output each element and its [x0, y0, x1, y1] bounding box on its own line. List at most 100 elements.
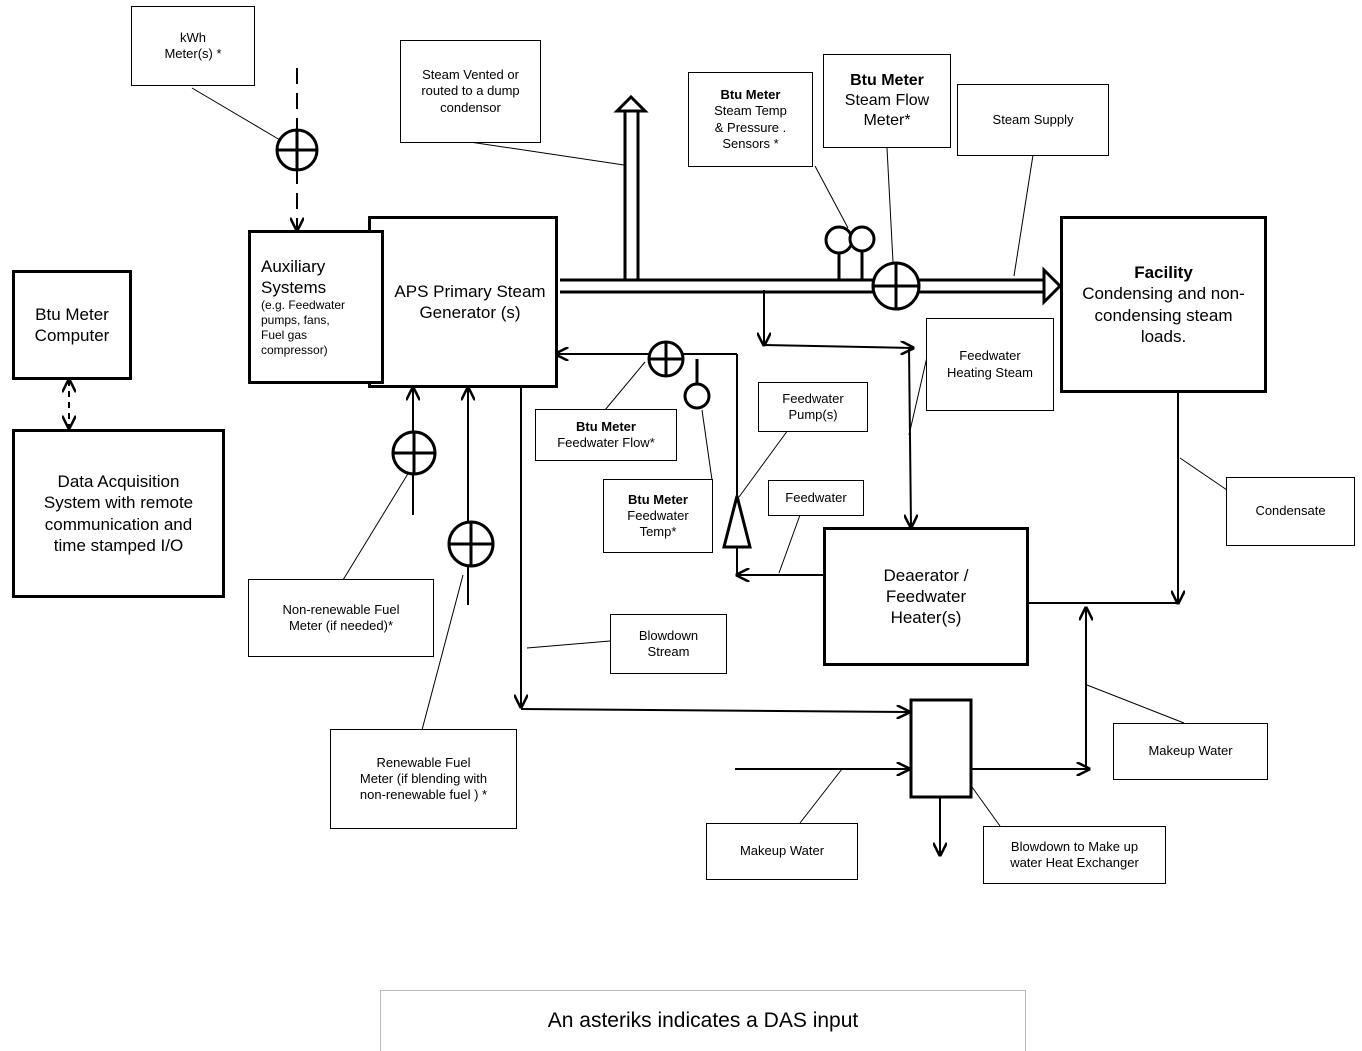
steam-supply-callout: Steam Supply	[957, 84, 1109, 156]
pressure-sensor-icon	[848, 225, 876, 253]
makeup-right-label: Makeup Water	[1148, 743, 1233, 759]
steam-supply-label: Steam Supply	[992, 111, 1074, 127]
footnote-text: An asteriks indicates a DAS input	[547, 1009, 859, 1032]
aux-detail-4: compressor)	[261, 343, 328, 358]
steam-flow-leader	[886, 147, 894, 263]
fw-heating-line-1: Feedwater	[959, 348, 1021, 364]
facility-block: Facility Condensing and non- condensing …	[1060, 216, 1267, 393]
temp-sensors-line-3: Sensors *	[722, 135, 779, 151]
aux-title-2: Systems	[261, 278, 327, 297]
deaerator-line-2: Feedwater	[885, 586, 967, 606]
steam-supply-leader	[1013, 154, 1034, 277]
blowdown-to-hx	[520, 709, 909, 712]
btu-computer-line-1: Btu Meter	[35, 304, 109, 324]
fw-temp-leader	[701, 409, 713, 481]
makeup-bottom-label: Makeup Water	[739, 843, 825, 859]
temp-sensors-line-2: & Pressure .	[714, 119, 787, 135]
makeup-water-right-callout: Makeup Water	[1113, 723, 1268, 780]
blowdown-leader	[526, 640, 611, 649]
fw-pumps-line-2: Pump(s)	[788, 407, 838, 422]
das-line-2: System with remote	[43, 493, 194, 513]
fw-temp-title: Btu Meter	[628, 491, 688, 507]
fw-heating-line-2: Heating Steam	[947, 364, 1033, 380]
steam-flow-line-2: Meter*	[863, 112, 911, 129]
asterisk-footnote: An asteriks indicates a DAS input	[380, 990, 1026, 1051]
facility-line-3: loads.	[1140, 326, 1187, 346]
blowdown-hx-line-2: water Heat Exchanger	[1010, 855, 1139, 870]
kwh-line-1: kWh	[180, 29, 206, 45]
aps-line-1: APS Primary Steam	[394, 281, 546, 301]
steam-temp-sensors-callout: Btu Meter Steam Temp & Pressure . Sensor…	[688, 72, 813, 167]
nonrenewable-fuel-meter-icon	[391, 430, 437, 476]
steam-flow-meter-icon	[871, 261, 921, 311]
pump-leader	[738, 429, 789, 498]
das-line-3: communication and	[44, 514, 193, 534]
facility-line-2: condensing steam	[1094, 305, 1233, 325]
vent-line-1: Steam Vented or	[422, 67, 519, 83]
temp-sensors-title: Btu Meter	[720, 87, 781, 102]
fw-temp-line-2: Temp*	[639, 524, 677, 540]
aps-primary-steam-generator: APS Primary Steam Generator (s)	[368, 216, 558, 388]
das-line-1: Data Acquisition	[57, 472, 180, 491]
steam-to-heating	[763, 345, 913, 348]
vent-line-2: routed to a dump	[421, 83, 520, 99]
blowdown-hx-leader	[971, 786, 1001, 827]
condensate-label: Condensate	[1255, 503, 1326, 519]
kwh-line-2: Meter(s) *	[164, 46, 222, 61]
renewable-line-3: non-renewable fuel ) *	[359, 787, 488, 803]
kwh-leader	[191, 87, 281, 141]
blowdown-line-1: Blowdown	[638, 627, 699, 643]
fw-temp-sensor-icon	[683, 382, 711, 410]
facility-title: Facility	[1134, 263, 1193, 282]
deaerator-line-3: Heater(s)	[890, 608, 962, 628]
vent-arrowhead	[613, 94, 649, 113]
steam-flow-title: Btu Meter	[850, 72, 924, 89]
blowdown-heat-exchanger	[909, 698, 973, 799]
aux-detail-1: (e.g. Feedwater	[261, 298, 346, 313]
nonrenew-line-2: Meter (if needed)*	[288, 618, 394, 633]
renewable-line-2: Meter (if blending with	[359, 770, 488, 786]
feedwater-pumps-callout: Feedwater Pump(s)	[758, 382, 868, 432]
vent-leader	[469, 141, 625, 166]
fw-flow-line-1: Feedwater Flow*	[557, 435, 655, 450]
steam-header-arrowhead	[1042, 266, 1063, 306]
das-line-4: time stamped I/O	[53, 535, 184, 555]
kwh-meter-icon	[275, 128, 319, 172]
deaerator-line-1: Deaerator /	[883, 565, 969, 585]
steam-flow-meter-callout: Btu Meter Steam Flow Meter*	[823, 54, 951, 148]
aux-title-1: Auxiliary	[261, 256, 326, 276]
renewable-line-1: Renewable Fuel	[376, 754, 471, 770]
heating-leader	[908, 356, 928, 436]
aux-detail-3: Fuel gas	[261, 328, 308, 343]
deaerator-block: Deaerator / Feedwater Heater(s)	[823, 527, 1029, 666]
facility-line-1: Condensing and non-	[1082, 284, 1245, 304]
steam-flow-line-1: Steam Flow	[844, 92, 930, 109]
aux-detail-2: pumps, fans,	[261, 313, 330, 328]
temp-sensors-line-1: Steam Temp	[714, 103, 787, 119]
blowdown-line-2: Stream	[647, 644, 690, 659]
feedwater-flow-callout: Btu Meter Feedwater Flow*	[535, 409, 677, 461]
btu-computer-line-2: Computer	[34, 326, 110, 345]
fw-flow-leader	[604, 361, 646, 411]
heating-steam-to-deaerator	[909, 347, 911, 527]
renewable-fuel-callout: Renewable Fuel Meter (if blending with n…	[330, 729, 517, 829]
condensate-leader	[1179, 457, 1228, 491]
steam-vented-callout: Steam Vented or routed to a dump condens…	[400, 40, 541, 143]
nonrenew-leader	[342, 471, 410, 581]
aps-line-2: Generator (s)	[419, 303, 521, 322]
feedwater-pump-icon	[722, 495, 752, 549]
feedwater-callout: Feedwater	[768, 480, 864, 516]
makeup-right-leader	[1086, 684, 1185, 724]
kwh-meter-callout: kWh Meter(s) *	[131, 6, 255, 86]
feedwater-leader	[778, 514, 801, 574]
feedwater-flow-meter-icon	[647, 340, 685, 378]
btu-meter-computer: Btu Meter Computer	[12, 270, 132, 380]
blowdown-hx-callout: Blowdown to Make up water Heat Exchanger	[983, 826, 1166, 884]
temp-sensor-leader	[814, 165, 849, 229]
blowdown-stream-callout: Blowdown Stream	[610, 614, 727, 674]
vent-line-3: condensor	[440, 99, 501, 115]
renewable-fuel-meter-icon	[447, 520, 495, 568]
temp-sensor-icon	[824, 225, 854, 255]
makeup-water-bottom-callout: Makeup Water	[706, 823, 858, 880]
